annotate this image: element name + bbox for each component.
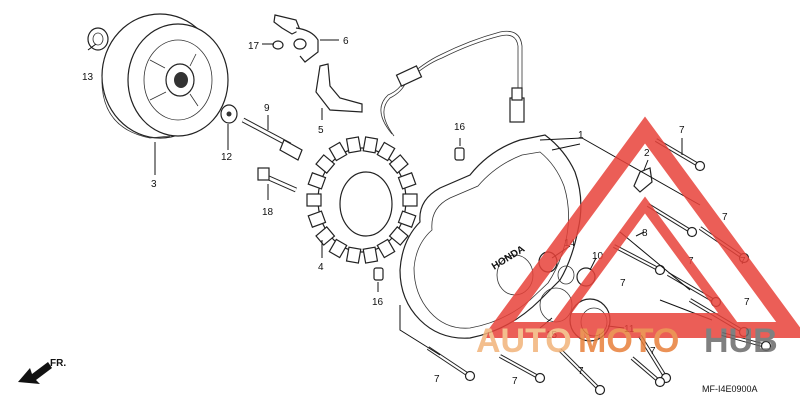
bolt-head — [654, 376, 666, 388]
stator-pole — [397, 172, 417, 190]
bracket-5 — [315, 63, 363, 113]
bolt-18 — [257, 167, 298, 193]
front-label: FR. — [50, 358, 66, 369]
stator-pole — [362, 246, 379, 264]
flywheel — [101, 13, 229, 139]
stator-pole — [345, 136, 362, 154]
callout-10: 10 — [592, 251, 604, 262]
callout-2: 2 — [644, 148, 650, 159]
callout-7-top: 7 — [679, 125, 685, 136]
callout-7-far-right: 7 — [744, 297, 750, 308]
stator-pole — [402, 193, 418, 207]
callout-7-bottom-c: 7 — [578, 366, 584, 377]
callout-12: 12 — [221, 152, 233, 163]
wire-clamp-6 — [272, 14, 319, 63]
stator-pole — [376, 238, 396, 259]
stator-pole — [397, 210, 417, 228]
callout-7-bottom-a: 7 — [434, 374, 440, 385]
bolt-head — [686, 226, 698, 238]
stator-pole — [362, 136, 379, 154]
stator-pole — [315, 154, 336, 174]
bolt-head — [534, 372, 546, 384]
callout-13: 13 — [82, 72, 94, 83]
callout-3: 3 — [151, 179, 157, 190]
callout-7-right-upper: 7 — [722, 212, 728, 223]
stator-pole — [306, 193, 322, 207]
callout-16-upper: 16 — [454, 122, 466, 133]
callout-7-bottom-b: 7 — [512, 376, 518, 387]
stator-pole — [388, 226, 409, 246]
watermark-hub: HUB — [704, 322, 778, 360]
o-ring-14 — [557, 265, 575, 285]
callout-7-bottom-right: 7 — [650, 346, 656, 357]
callout-4: 4 — [318, 262, 324, 273]
callout-5: 5 — [318, 125, 324, 136]
callout-18: 18 — [262, 207, 274, 218]
stator-pole — [328, 141, 348, 162]
callout-7-center: 7 — [620, 278, 626, 289]
stator-pole — [307, 210, 327, 228]
callout-1: 1 — [578, 130, 584, 141]
watermark-moto: MOTO — [578, 322, 679, 360]
bolt-head — [694, 160, 706, 172]
stator — [306, 136, 418, 264]
wire-harness — [380, 30, 525, 137]
stator-pole — [388, 154, 409, 174]
bolt-9 — [241, 117, 303, 161]
stator-pole — [315, 226, 336, 246]
stator-pole — [328, 238, 348, 259]
clip-2 — [633, 167, 653, 193]
washer-13 — [87, 27, 109, 51]
bolt-head — [594, 384, 606, 396]
dowel-pin-lower — [373, 267, 384, 281]
watermark: AUTO MOTO HUB — [476, 116, 800, 360]
stator-pole — [307, 172, 327, 190]
callout-17: 17 — [248, 41, 260, 52]
bolt-head — [654, 264, 666, 276]
stator-pole — [376, 141, 396, 162]
diagram-code: MF-I4E0900A — [702, 384, 758, 394]
watermark-auto: AUTO — [476, 322, 572, 360]
front-arrow: FR. — [18, 358, 66, 384]
stator-pole — [345, 246, 362, 264]
bolt-head — [464, 370, 476, 382]
dowel-pin-upper — [454, 147, 465, 161]
callout-9: 9 — [264, 103, 270, 114]
callout-6: 6 — [343, 36, 349, 47]
crankcase-cover: HONDA — [399, 134, 582, 339]
callout-8: 8 — [642, 228, 648, 239]
callout-16-lower: 16 — [372, 297, 384, 308]
bolt-head — [760, 340, 772, 352]
